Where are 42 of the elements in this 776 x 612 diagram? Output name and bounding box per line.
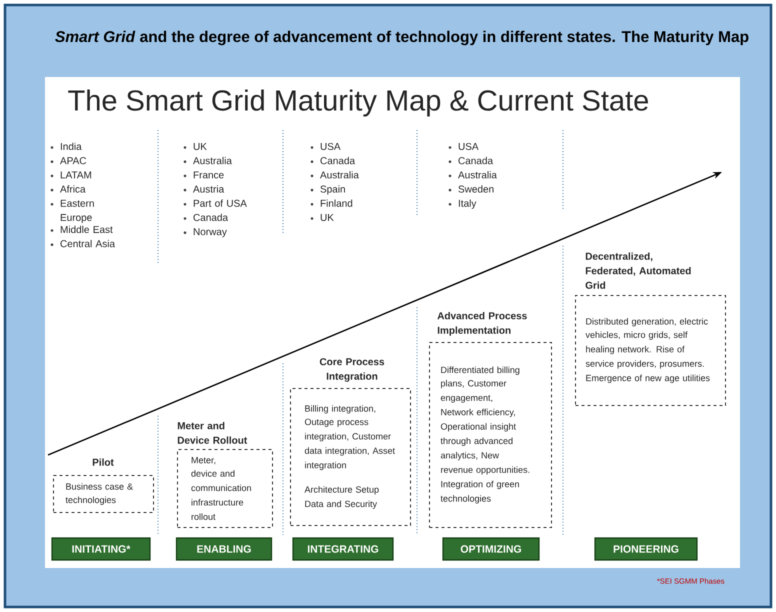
list-item: APAC — [50, 157, 86, 164]
phase-label: ENABLING — [176, 537, 272, 561]
list-item: USA — [310, 142, 341, 150]
list-item: Canada — [310, 156, 356, 164]
stage-box: Distributed generation, electric vehicles, micro grids, self healing network. Rise of service providers, prosumers. Emergence of new age utilities — [575, 295, 726, 406]
stage-heading: Pilot — [92, 458, 114, 466]
stage-heading: Meter and Device Rollout — [178, 422, 248, 444]
list-item: Central Asia — [50, 240, 116, 248]
phase-label: INITIATING* — [51, 537, 151, 561]
list-item: Middle East — [50, 226, 113, 234]
list-item: UK — [310, 214, 334, 222]
list-item: Canada — [184, 214, 228, 222]
list-item: Finland — [310, 200, 352, 207]
list-item: Norway — [184, 228, 227, 238]
title: The Smart Grid Maturity Map & Current State — [68, 89, 648, 117]
list-item: Australia — [310, 171, 359, 178]
stage-heading: Advanced Process Implementation — [437, 312, 527, 336]
list-item: India — [50, 142, 82, 150]
stage-box: Differentiated billing plans, Customer engagement, Network efficiency, Operational insight through advanced analytics, New revenue opportunities. Integration of green technologies — [429, 342, 552, 528]
stage-heading: Decentralized, Federated, Automated Grid — [586, 252, 691, 289]
stage-box: Business case & technologies — [53, 475, 154, 513]
list-item: Spain — [310, 185, 345, 195]
stage-box: Meter, device and communication infrastructure rollout — [177, 449, 273, 528]
list-item: Eastern Europe — [50, 200, 94, 223]
list-item: USA — [448, 142, 479, 150]
stage-box: Billing integration, Outage process integration, Customer data integration, Asset integration Architecture Setup Data and Security — [290, 388, 411, 526]
caption: Smart Grid and the degree of advancement of technology in different states. The Maturity Map — [55, 30, 748, 46]
list-item: Africa — [50, 185, 86, 193]
list-item: Canada — [448, 156, 494, 164]
list-item: Part of USA — [184, 200, 247, 207]
stage-heading: Core Process Integration — [320, 358, 384, 382]
list-item: Sweden — [448, 185, 494, 193]
phase-label: INTEGRATING — [292, 537, 394, 561]
list-item: Italy — [448, 200, 476, 209]
list-item: LATAM — [50, 171, 92, 178]
list-item: Australia — [184, 156, 232, 164]
list-item: Australia — [448, 171, 497, 178]
list-item: Austria — [184, 185, 224, 193]
phase-label: OPTIMIZING — [442, 537, 540, 561]
list-item: UK — [184, 143, 207, 150]
list-item: France — [184, 171, 224, 178]
phase-label: PIONEERING — [594, 537, 698, 561]
